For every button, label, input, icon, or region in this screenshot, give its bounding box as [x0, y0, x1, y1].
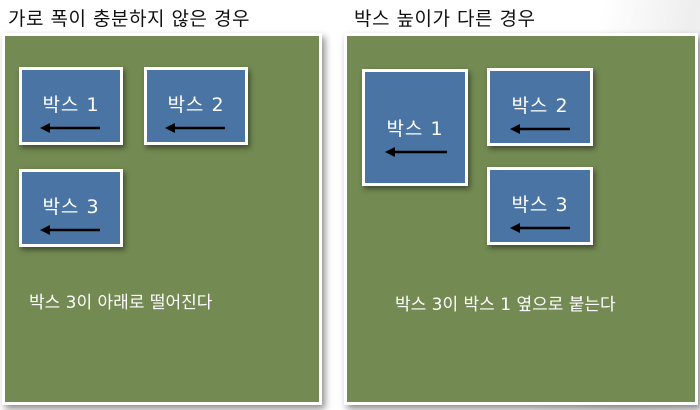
left-box-2: 박스 2 [144, 67, 248, 145]
left-arrow-icon [385, 147, 447, 157]
left-arrow-icon [40, 123, 100, 133]
left-title: 가로 폭이 충분하지 않은 경우 [8, 8, 250, 30]
left-box-1: 박스 1 [19, 67, 123, 145]
right-box-3: 박스 3 [487, 167, 593, 245]
right-box-3-label: 박스 3 [511, 194, 569, 216]
left-box-1-label: 박스 1 [42, 94, 100, 116]
left-box-2-label: 박스 2 [167, 94, 225, 116]
left-box-3-label: 박스 3 [42, 196, 100, 218]
left-arrow-icon [510, 124, 570, 134]
right-box-1: 박스 1 [362, 69, 468, 186]
right-box-1-label: 박스 1 [386, 118, 444, 140]
right-box-2-label: 박스 2 [511, 95, 569, 117]
right-panel: 박스 1 박스 2 박스 3 박스 3이 박스 1 옆으로 붙는다 [344, 33, 698, 405]
right-caption: 박스 3이 박스 1 옆으로 붙는다 [395, 295, 616, 315]
left-arrow-icon [165, 123, 225, 133]
right-title: 박스 높이가 다른 경우 [354, 8, 536, 30]
left-arrow-icon [510, 223, 570, 233]
left-caption: 박스 3이 아래로 떨어진다 [29, 293, 213, 313]
left-box-3: 박스 3 [19, 169, 123, 247]
right-box-2: 박스 2 [487, 68, 593, 146]
left-panel: 박스 1 박스 2 박스 3 박스 3이 아래로 떨어진다 [2, 33, 322, 405]
left-arrow-icon [40, 225, 100, 235]
